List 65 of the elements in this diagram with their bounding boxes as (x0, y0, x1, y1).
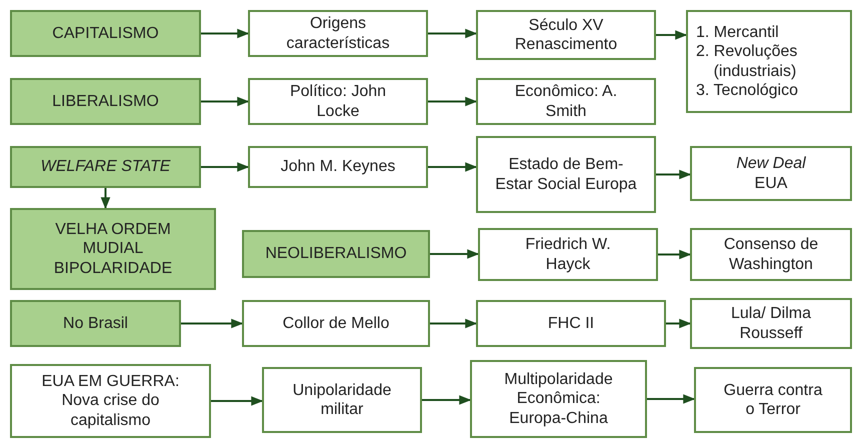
list-box (686, 10, 852, 113)
box-text: Multipolaridade Econômica: Europa-China (503, 370, 614, 428)
concept-box (690, 228, 852, 281)
arrow (201, 96, 250, 106)
box-text: CAPITALISMO (52, 24, 159, 44)
box-text: FHC II (548, 314, 594, 334)
box-text: Político: John Locke (288, 82, 388, 121)
box-text: Guerra contra o Terror (722, 380, 824, 420)
concept-box (470, 360, 647, 438)
box-text: Lula/ Dilma Rousseff (730, 304, 812, 343)
box-text: No Brasil (63, 314, 128, 334)
concept-box (694, 367, 852, 433)
arrow (647, 394, 696, 404)
arrow (201, 162, 250, 172)
box-text: Consenso de Washington (722, 235, 820, 274)
arrow (428, 28, 478, 38)
box-text: New Deal EUA (735, 154, 807, 193)
topic-box (10, 208, 216, 290)
concept-box (262, 367, 422, 433)
topic-box (10, 146, 201, 188)
list-item: 3. Tecnológico (696, 80, 798, 100)
arrow (422, 395, 472, 405)
box-text: Século XV Renascimento (514, 16, 618, 54)
arrow (428, 96, 478, 106)
arrow (430, 318, 478, 328)
topic-box (10, 300, 181, 347)
box-text: Econômico: A. Smith (514, 82, 618, 121)
concept-box (248, 10, 428, 57)
arrow (100, 188, 110, 210)
box-text: Collor de Mello (282, 314, 390, 334)
topic-box (242, 230, 430, 278)
concept-box (476, 300, 666, 347)
concept-box (476, 136, 656, 213)
arrow (658, 250, 692, 260)
concept-box (476, 10, 656, 60)
concept-box (248, 78, 428, 125)
arrow (201, 28, 250, 38)
box-text: Origens características (285, 14, 391, 53)
concept-box (690, 298, 852, 349)
box-text: Estado de Bem-Estar Social Europa (494, 155, 638, 194)
concept-box (478, 228, 658, 281)
arrow (656, 30, 688, 40)
box-text: Unipolaridade militar (292, 380, 392, 420)
concept-box (248, 146, 428, 188)
box-text: John M. Keynes (280, 157, 396, 177)
arrow (656, 170, 692, 180)
box-text: VELHA ORDEM MUDIAL BIPOLARIDADE (52, 220, 174, 278)
concept-box (10, 364, 211, 438)
concept-box (690, 146, 852, 201)
box-text: EUA EM GUERRA: Nova crise do capitalismo (40, 372, 180, 430)
box-text: Friedrich W. Hayck (524, 235, 612, 274)
topic-box (10, 78, 201, 125)
topic-box (10, 10, 201, 57)
arrow (181, 318, 244, 328)
concept-box (476, 78, 656, 125)
arrow (430, 249, 480, 259)
box-text: LIBERALISMO (52, 92, 159, 112)
list-item: 1. Mercantil (696, 23, 779, 42)
box-text: NEOLIBERALISMO (265, 244, 407, 264)
list-item: 2. Revoluções (industriais) (696, 42, 798, 81)
concept-box (242, 300, 430, 347)
arrow (211, 396, 264, 406)
box-text: WELFARE STATE (40, 157, 170, 177)
arrow (666, 318, 692, 328)
arrow (428, 162, 478, 172)
